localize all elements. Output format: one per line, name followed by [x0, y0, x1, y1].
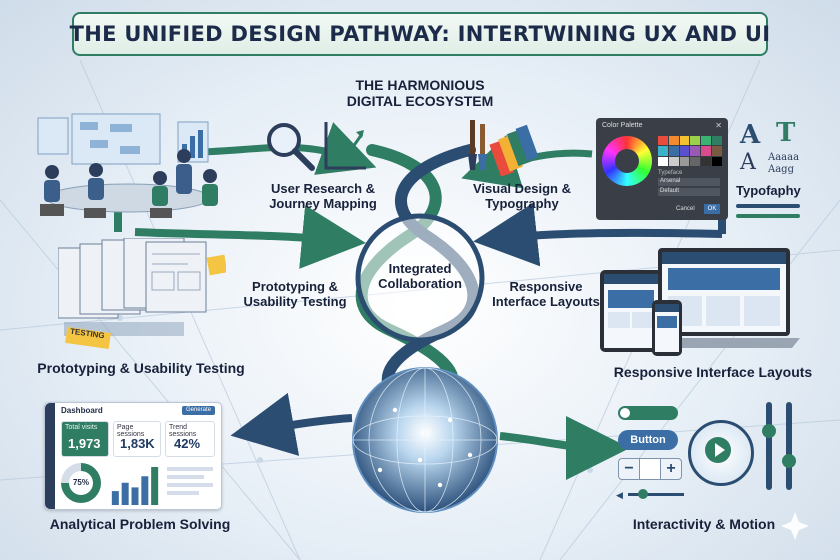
volume-slider[interactable]: ◀: [616, 488, 686, 500]
swatch-grid[interactable]: [658, 136, 722, 166]
serif-glyph-a2: A: [740, 150, 756, 175]
dashboard-sidebar: [45, 403, 55, 509]
label-typography: Typofaphy: [736, 183, 801, 198]
sample-aagg: Aagg: [768, 164, 794, 175]
magnifier-icon: [267, 123, 315, 171]
sample-button[interactable]: Button: [618, 430, 678, 450]
toggle-switch[interactable]: [618, 406, 678, 420]
dashboard-panel: Dashboard Generate Total visits 1,973 Pa…: [44, 402, 222, 510]
growth-chart-icon: [324, 122, 366, 170]
color-wheel[interactable]: [602, 136, 652, 186]
arrow-into-collab-left: [134, 205, 366, 269]
page-title: THE UNIFIED DESIGN PATHWAY: INTERTWINING…: [69, 22, 771, 46]
list-rows: [167, 463, 213, 503]
bar-mark: [121, 482, 129, 505]
donut-label: 75%: [69, 471, 93, 495]
label-interactivity: Interactivity & Motion: [632, 516, 776, 532]
label-analytical: Analytical Problem Solving: [49, 516, 231, 532]
bar-mark: [131, 487, 139, 505]
serif-glyph-t: T: [776, 118, 796, 148]
label-responsive-outer: Responsive Interface Layouts: [613, 364, 813, 380]
typeface-label: Typeface: [658, 170, 683, 176]
kpi-sessions-value: 1,83K: [120, 436, 155, 451]
kpi-card-trend: Trend sessions 42%: [165, 421, 215, 457]
kpi-visits-value: 1,973: [68, 436, 101, 451]
play-icon: [715, 443, 725, 457]
label-responsive-inner: Responsive Interface Layouts: [492, 279, 600, 309]
label-prototyping-outer: Prototyping & Usability Testing: [37, 360, 245, 376]
responsive-devices: [598, 246, 800, 360]
cancel-button[interactable]: Cancel: [676, 206, 695, 212]
ok-button[interactable]: OK: [704, 204, 720, 214]
team-meeting-illustration: [10, 112, 220, 230]
typography-sample: A T A Aaaaa Aagg: [736, 118, 836, 220]
typeface-select-1[interactable]: Arsenal: [658, 178, 720, 186]
ecosystem-title: THE HARMONIOUS DIGITAL ECOSYSTEM: [346, 77, 494, 110]
slider-track-2[interactable]: [736, 214, 800, 218]
dashboard-title: Dashboard: [61, 406, 103, 415]
palette-title: Color Palette: [602, 122, 643, 129]
play-button[interactable]: [688, 420, 754, 486]
quantity-stepper[interactable]: − +: [618, 458, 682, 480]
label-prototyping-inner: Prototyping & Usability Testing: [243, 279, 347, 309]
bar-mark: [111, 491, 119, 505]
close-icon[interactable]: ✕: [715, 121, 722, 130]
label-user-research: User Research & Journey Mapping: [269, 181, 377, 211]
kpi-trend-value: 42%: [174, 436, 201, 451]
wireframe-stack: TESTING: [57, 237, 228, 350]
bar-mark: [151, 467, 159, 505]
title-banner: THE UNIFIED DESIGN PATHWAY: INTERTWINING…: [69, 12, 771, 56]
arrow-to-analytics: [230, 392, 353, 456]
arrow-into-collab-right: [473, 202, 723, 267]
donut-chart: 75%: [61, 463, 101, 503]
bar-mark: [141, 476, 149, 505]
plus-button[interactable]: +: [666, 460, 676, 477]
slider-track-1[interactable]: [736, 204, 800, 208]
vertical-sliders[interactable]: [762, 402, 802, 492]
kpi-card-sessions: Page sessions 1,83K: [113, 421, 161, 457]
minus-button[interactable]: −: [624, 460, 634, 477]
sparkle-icon: [781, 512, 809, 540]
typeface-select-2[interactable]: Default: [658, 188, 720, 196]
bar-chart: [111, 467, 159, 505]
color-palette-panel: Color Palette ✕ Typeface Arsenal Default…: [596, 118, 728, 220]
collab-label: Integrated Collaboration: [378, 261, 462, 291]
kpi-card-visits: Total visits 1,973: [61, 421, 109, 457]
collab-ring: [355, 213, 485, 343]
generate-button[interactable]: Generate: [181, 406, 215, 415]
speaker-icon: ◀: [616, 490, 623, 500]
arrow-to-interactivity: [499, 415, 630, 480]
label-visual-design: Visual Design & Typography: [472, 181, 571, 211]
serif-glyph-a: A: [740, 120, 761, 150]
paintbrush-swatches-icon: [468, 120, 539, 176]
sample-aaaaa: Aaaaa: [768, 152, 800, 163]
